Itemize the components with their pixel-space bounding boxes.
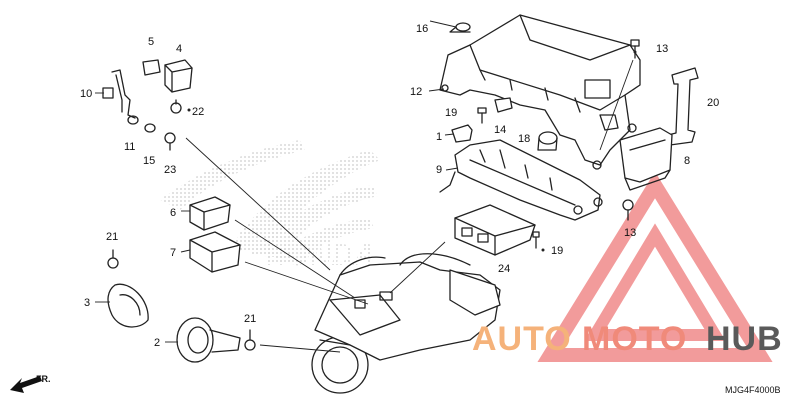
label-6: 6 <box>170 207 176 219</box>
motorcycle <box>311 253 501 394</box>
label-13-lower: 13 <box>624 227 636 239</box>
brand-text: HONDA <box>265 239 375 272</box>
watermark-triangle <box>537 171 773 362</box>
watermark-word-auto: AUTO <box>472 320 572 358</box>
part-24-ecu <box>454 204 536 256</box>
label-8: 8 <box>684 155 690 167</box>
watermark-word-hub: HUB <box>706 320 783 358</box>
part-4-relay <box>164 59 193 93</box>
part-20-strap <box>667 67 699 146</box>
label-9: 9 <box>436 164 442 176</box>
part-3-horn <box>107 283 149 328</box>
label-23: 23 <box>164 164 176 176</box>
part-7-holder <box>189 231 241 273</box>
label-14: 14 <box>494 124 506 136</box>
part-9-tray <box>439 139 603 221</box>
part-16-clip <box>449 22 471 33</box>
part-1-clip <box>451 124 473 143</box>
front-direction-arrow: FR. <box>10 374 51 393</box>
part-11-washer <box>127 115 139 125</box>
label-24: 24 <box>498 263 510 275</box>
part-23-bolt <box>164 132 176 151</box>
label-10: 10 <box>80 88 92 100</box>
part-19-screw-top <box>477 107 487 124</box>
part-5-cover <box>142 59 161 76</box>
label-4: 4 <box>176 43 182 55</box>
label-22: 22 <box>192 106 204 118</box>
label-19-top: 19 <box>445 107 457 119</box>
honda-wing-logo: HONDA <box>160 140 380 272</box>
callout-labels: 1 2 3 4 5 6 7 8 9 10 11 12 13 13 14 15 1… <box>80 23 719 349</box>
label-18: 18 <box>518 133 530 145</box>
label-20: 20 <box>707 97 719 109</box>
watermark-word-moto: MOTO <box>582 320 687 358</box>
part-21-bolt-upper <box>107 249 119 269</box>
part-18-clamp <box>537 131 558 151</box>
label-15: 15 <box>143 155 155 167</box>
label-19-lower: 19 <box>551 245 563 257</box>
label-13-top: 13 <box>656 43 668 55</box>
part-10-wire <box>102 69 136 119</box>
leader-lines <box>95 20 634 353</box>
label-12: 12 <box>410 86 422 98</box>
part-6-module <box>189 196 231 231</box>
part-13-bolt-lower <box>622 199 634 221</box>
label-16: 16 <box>416 23 428 35</box>
label-21-upper: 21 <box>106 231 118 243</box>
watermark-text: AUTO MOTO HUB <box>472 320 783 358</box>
part-22-bolt <box>170 99 182 114</box>
drawing-code: MJG4F4000B <box>725 385 781 395</box>
part-15-washer <box>144 123 156 133</box>
label-5: 5 <box>148 36 154 48</box>
part-19-screw-lower <box>532 231 540 249</box>
part-21-bolt-lower <box>244 329 256 351</box>
part-8-box <box>619 127 673 191</box>
label-11: 11 <box>124 141 135 153</box>
part-2-horn <box>176 317 241 363</box>
label-2: 2 <box>154 337 160 349</box>
label-3: 3 <box>84 297 90 309</box>
label-1: 1 <box>436 131 442 143</box>
label-21-lower: 21 <box>244 313 256 325</box>
direction-label: FR. <box>36 374 51 384</box>
part-14-clip <box>494 97 513 113</box>
label-7: 7 <box>170 247 176 259</box>
